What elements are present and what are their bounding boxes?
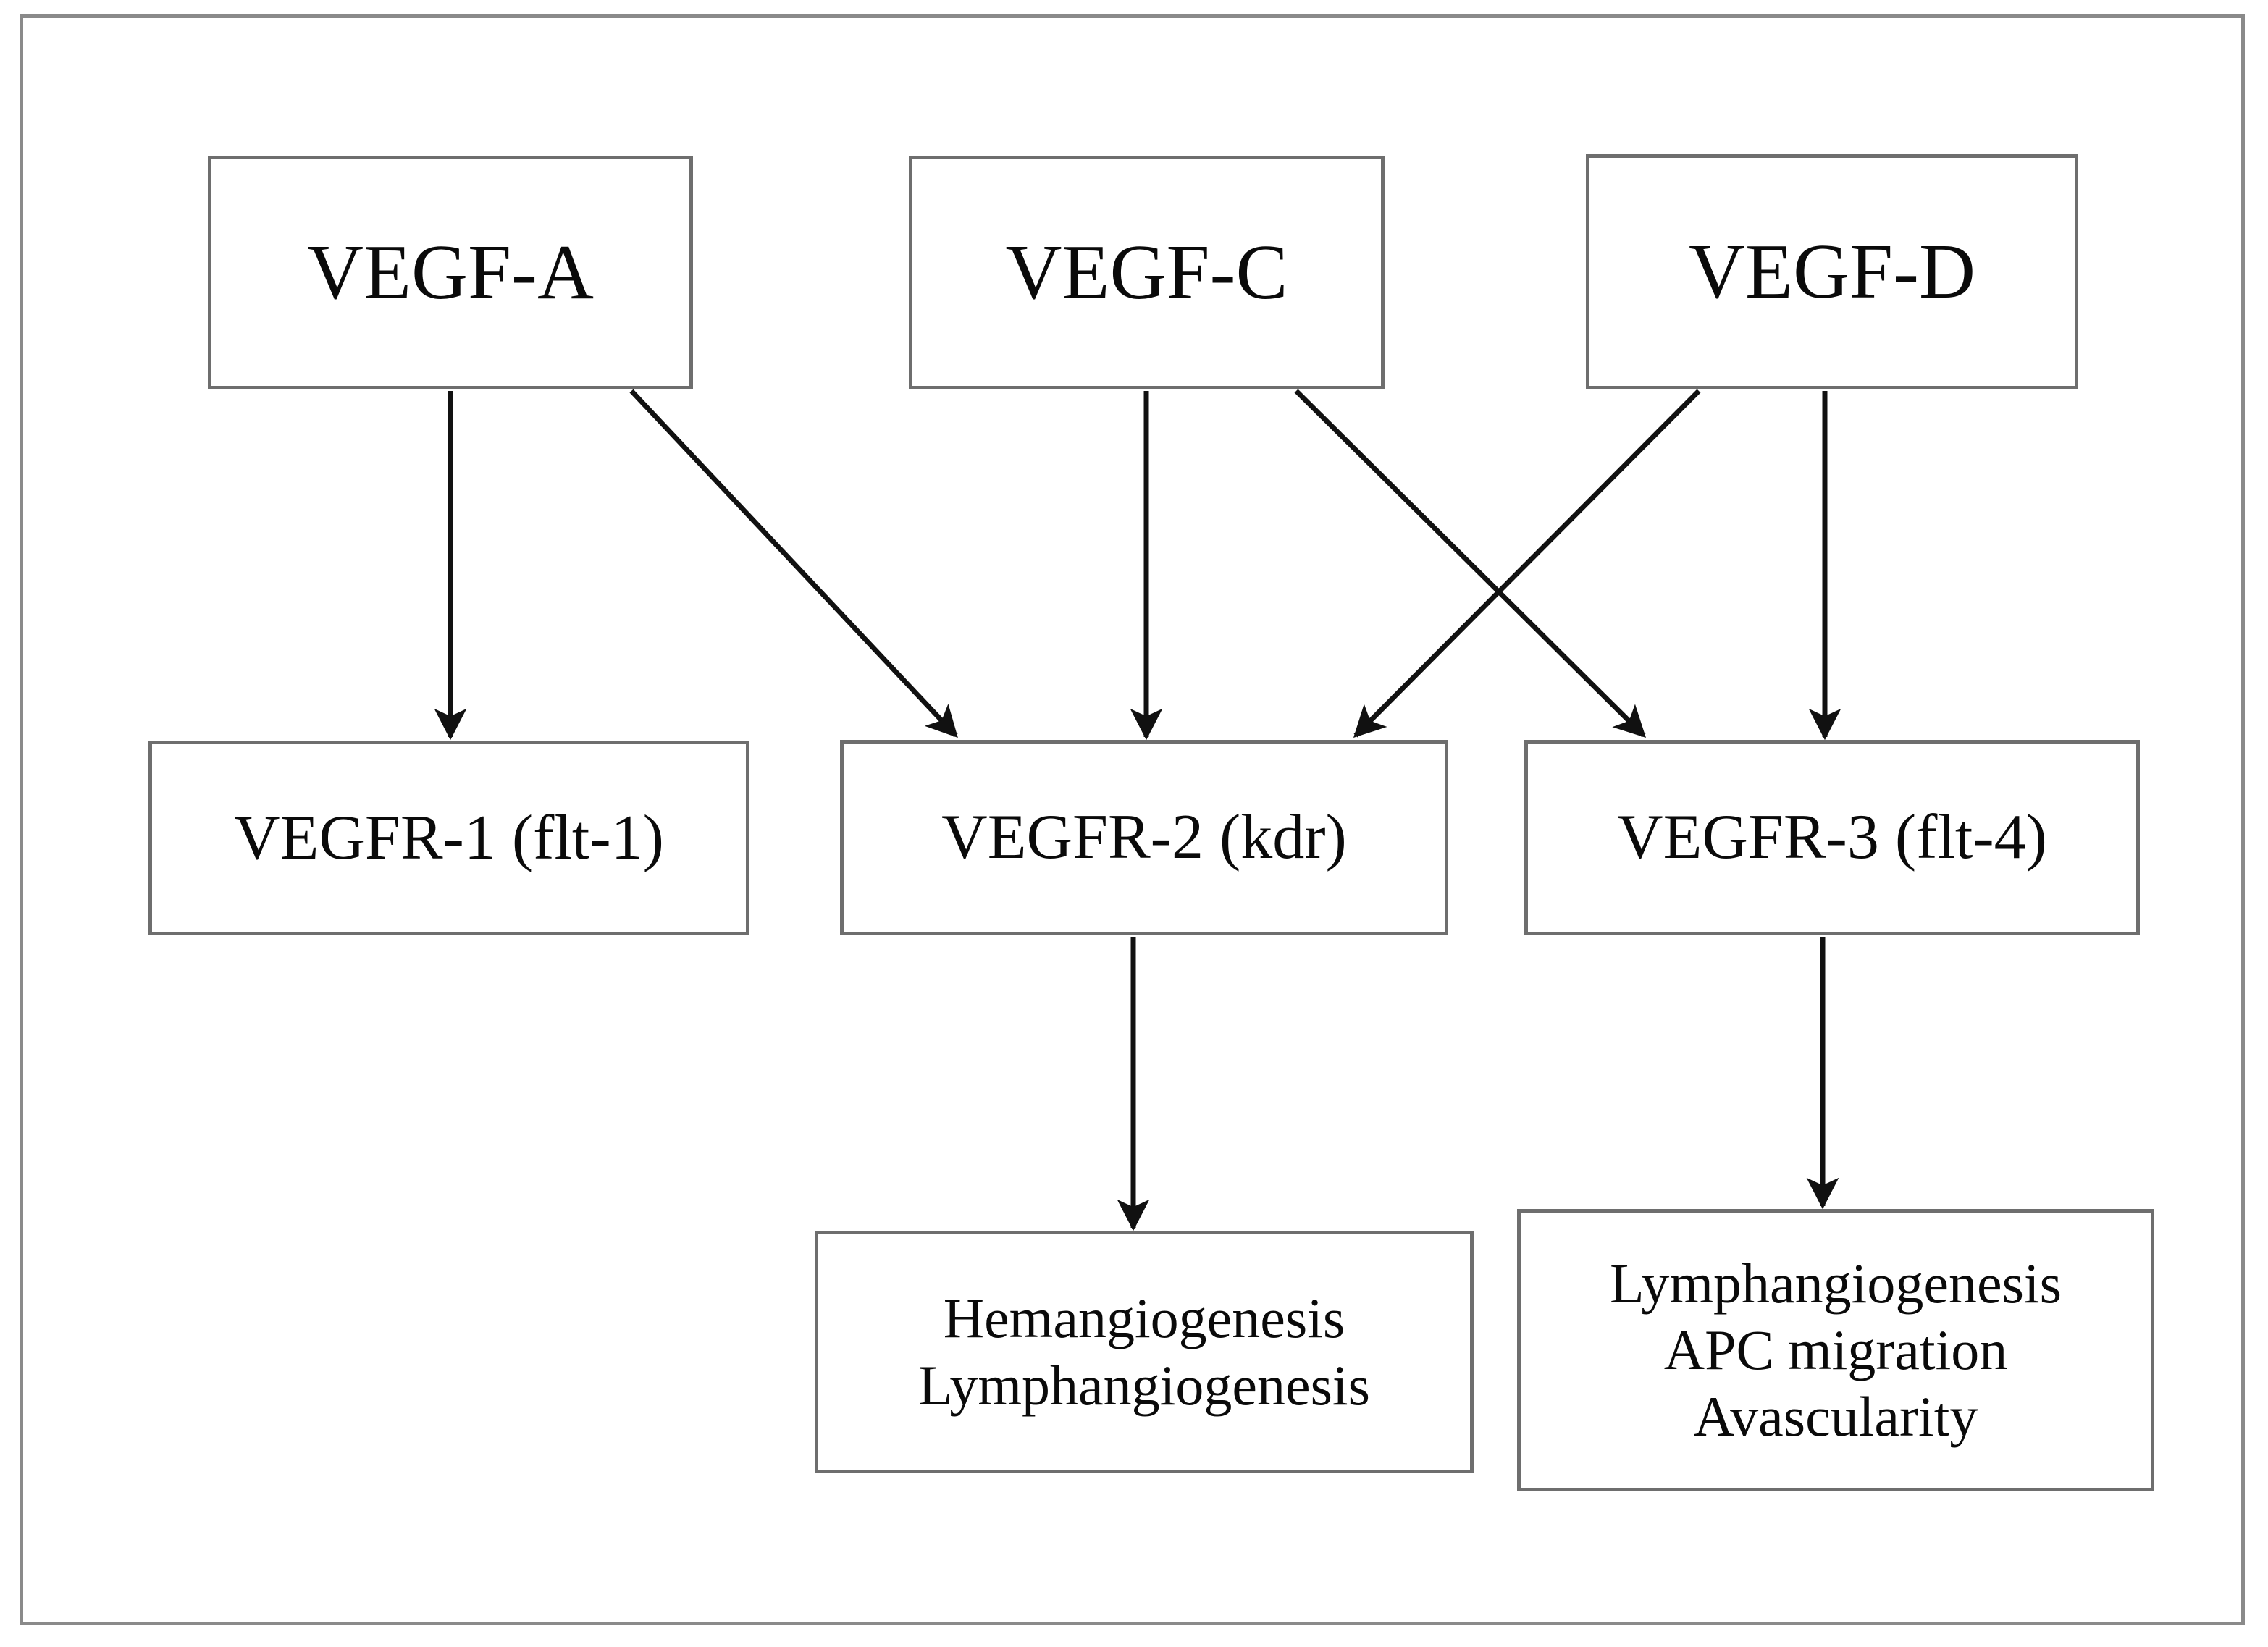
node-vegf-c[interactable]: VEGF-C (909, 156, 1385, 389)
outcome-line-1: Hemangiogenesis (943, 1286, 1345, 1350)
node-vegf-a[interactable]: VEGF-A (208, 156, 693, 389)
node-vegfr-1[interactable]: VEGFR-1 (flt-1) (148, 741, 749, 935)
outcome-line-1: Lymphangiogenesis (1610, 1251, 2062, 1315)
node-vegfr-2[interactable]: VEGFR-2 (kdr) (840, 740, 1448, 935)
node-outcome-vegfr3[interactable]: Lymphangiogenesis APC migration Avascula… (1517, 1209, 2154, 1491)
outcome-line-2: Lymphangiogenesis (918, 1353, 1370, 1417)
node-label: VEGFR-3 (flt-4) (1617, 802, 2047, 873)
node-label: VEGFR-1 (flt-1) (234, 802, 664, 873)
node-label: VEGF-C (1005, 229, 1288, 316)
outcome-line-2: APC migration (1663, 1318, 2008, 1381)
node-label: VEGF-A (307, 229, 594, 316)
outcome-line-3: Avascularity (1693, 1385, 1978, 1449)
node-label: VEGF-D (1689, 228, 1975, 315)
node-vegf-d[interactable]: VEGF-D (1586, 154, 2078, 389)
node-label: VEGFR-2 (kdr) (941, 802, 1347, 873)
node-vegfr-3[interactable]: VEGFR-3 (flt-4) (1524, 740, 2140, 935)
node-outcome-vegfr2[interactable]: Hemangiogenesis Lymphangiogenesis (815, 1231, 1474, 1473)
